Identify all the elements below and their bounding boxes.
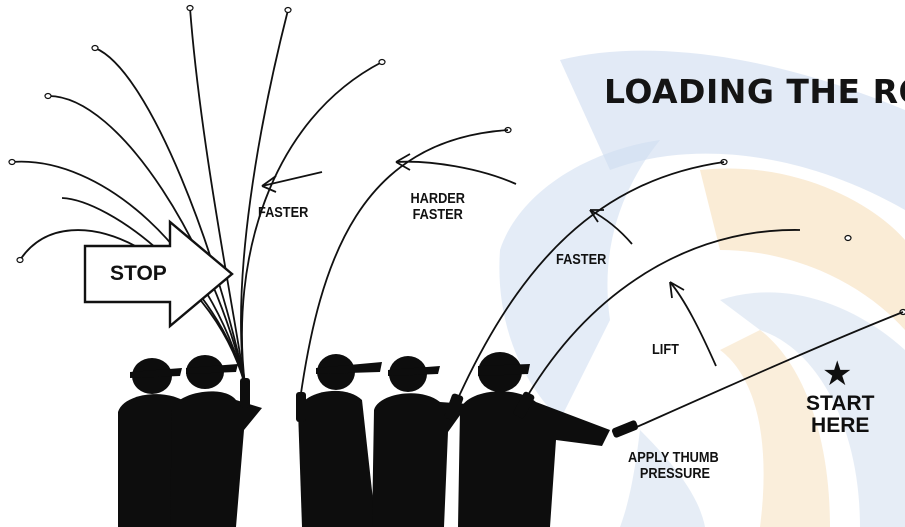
rod-fan: [12, 8, 382, 385]
pressure-line: PRESSURE: [628, 466, 719, 482]
stop-label: STOP: [110, 262, 167, 286]
faster-label-right: FASTER: [556, 252, 606, 268]
here-line: HERE: [806, 415, 874, 437]
harder-label: HARDER: [408, 191, 468, 207]
diagram-title: LOADING THE ROD: [604, 72, 905, 111]
apply-thumb-line: APPLY THUMB: [628, 450, 719, 466]
star-icon: ★: [822, 357, 852, 391]
lift-label: LIFT: [652, 342, 679, 358]
apply-thumb-pressure-label: APPLY THUMB PRESSURE: [628, 450, 719, 482]
motion-arrows: [262, 154, 716, 366]
start-here-label: START HERE: [806, 393, 874, 437]
start-line: START: [806, 393, 874, 415]
harder-faster-label: HARDER FASTER: [408, 191, 468, 223]
faster-label-mid: FASTER: [408, 207, 468, 223]
faster-label-left: FASTER: [258, 205, 308, 221]
